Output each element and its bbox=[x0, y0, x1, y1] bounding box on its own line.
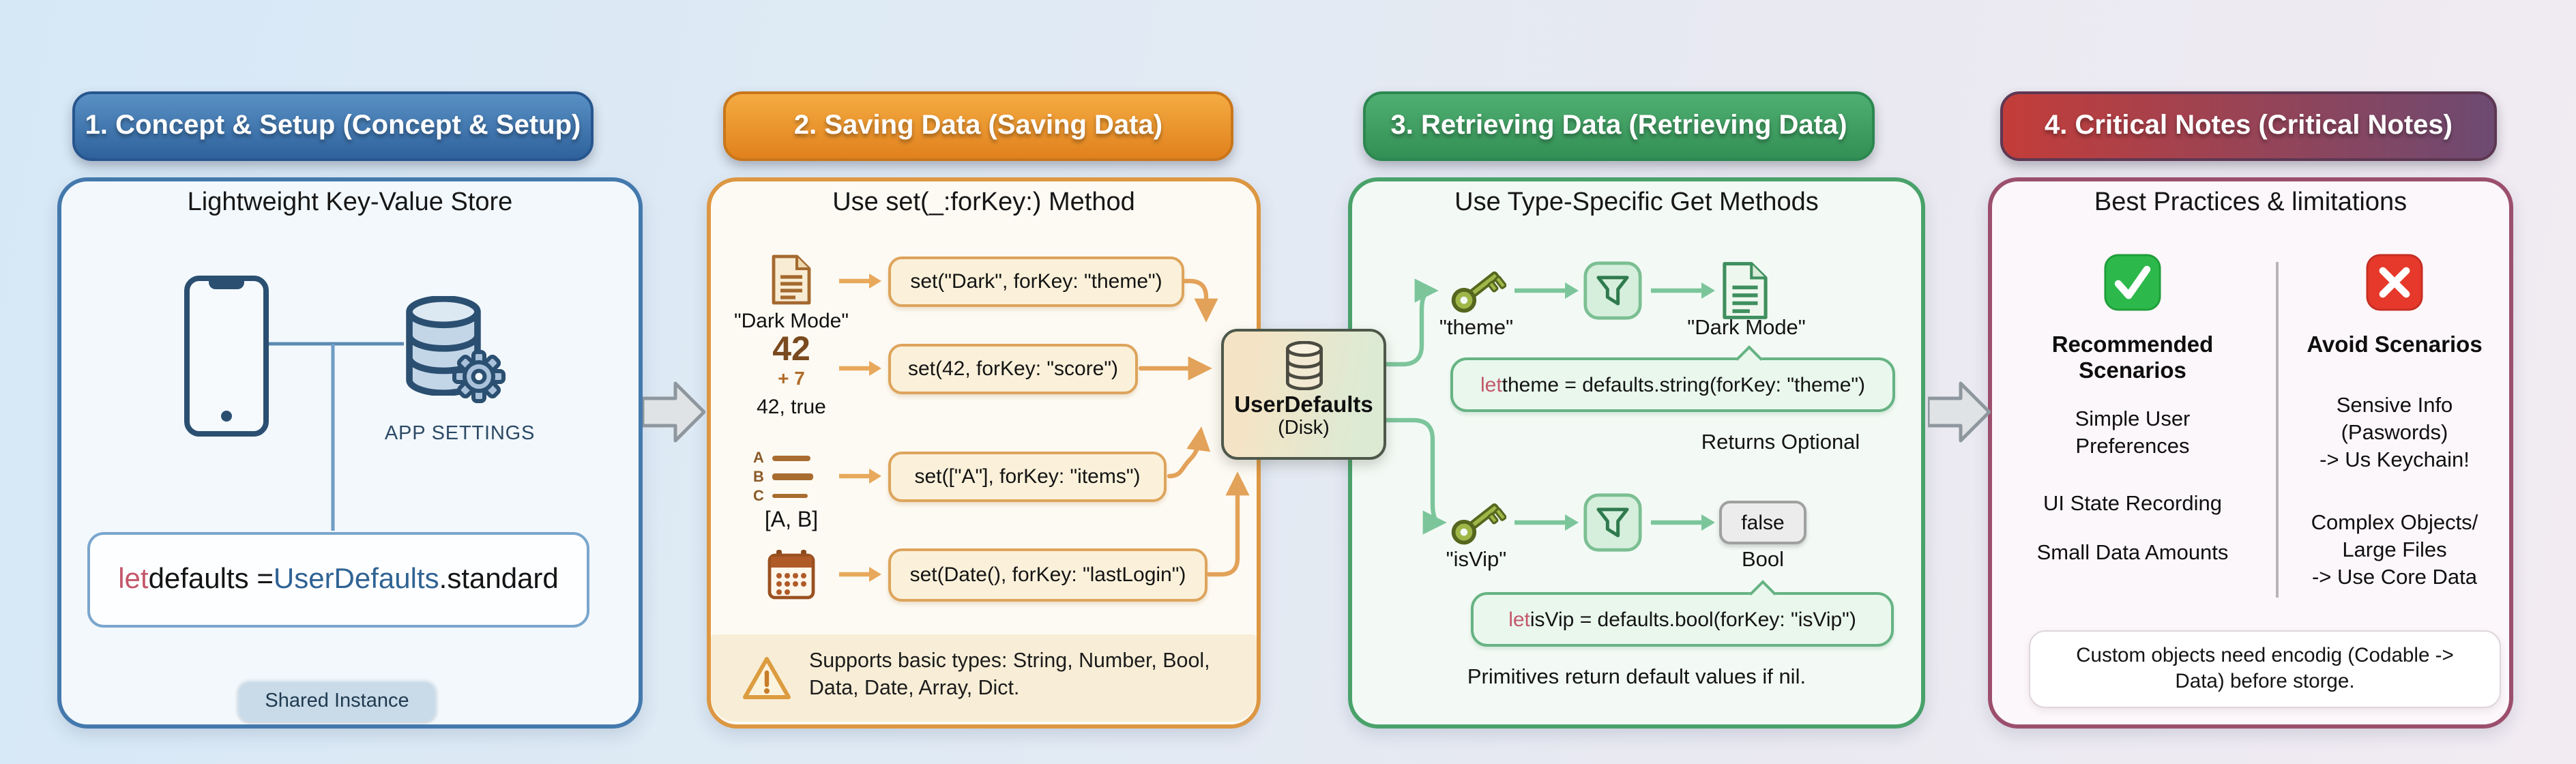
header-retrieving-data: 3. Retrieving Data (Retrieving Data) bbox=[1363, 91, 1875, 161]
hub-subtitle: (Disk) bbox=[1278, 417, 1330, 440]
retrieve-flow-theme bbox=[1446, 261, 1771, 321]
document-icon bbox=[1723, 262, 1768, 319]
key-icon bbox=[1451, 271, 1506, 313]
flow-arrow-icon bbox=[1651, 282, 1715, 299]
flow-arrow-icon bbox=[839, 361, 881, 376]
list-dash bbox=[772, 494, 808, 498]
flow2-result-type-label: Bool bbox=[1741, 548, 1785, 572]
list-letter-c: C bbox=[753, 488, 764, 504]
code-userdefaults: UserDefaults bbox=[273, 563, 439, 595]
number-extra: + 7 bbox=[778, 367, 805, 389]
code-keyword-let: let bbox=[1508, 608, 1530, 631]
shared-instance-badge: Shared Instance bbox=[237, 679, 437, 722]
filter-icon bbox=[1583, 261, 1642, 320]
set-items-codebox: set(["A"], forKey: "items") bbox=[888, 452, 1167, 502]
header-saving-data: 2. Saving Data (Saving Data) bbox=[723, 91, 1233, 161]
row3-value-label: [A, B] bbox=[764, 509, 819, 532]
recommended-item: UI State Recording bbox=[2043, 493, 2222, 516]
document-icon bbox=[772, 254, 811, 305]
retrieve-flow-isvip: false bbox=[1446, 493, 1806, 553]
standard-instance-codebox: let defaults = UserDefaults.standard bbox=[87, 532, 589, 628]
header-retrieving-data-label: 3. Retrieving Data (Retrieving Data) bbox=[1390, 111, 1847, 141]
userdefaults-hub: UserDefaults (Disk) bbox=[1221, 329, 1386, 460]
code-standard: .standard bbox=[439, 563, 559, 595]
get-string-codebox: let theme = defaults.string(forKey: "the… bbox=[1450, 345, 1895, 412]
flow-arrow-icon bbox=[1651, 514, 1715, 531]
phone-icon bbox=[184, 276, 269, 437]
gear-icon bbox=[452, 350, 506, 403]
flow2-key-label: "isVip" bbox=[1446, 548, 1507, 572]
list-icon: A B C bbox=[753, 450, 830, 504]
get-bool-code: isVip = defaults.bool(forKey: "isVip") bbox=[1530, 608, 1856, 631]
flow1-result-label: "Dark Mode" bbox=[1687, 317, 1806, 340]
panel4-subtitle: Best Practices & limitations bbox=[2094, 188, 2407, 217]
set-theme-codebox: set("Dark", forKey: "theme") bbox=[888, 256, 1184, 307]
panel-arrow-1-2-icon bbox=[643, 381, 705, 443]
header-concept-setup-label: 1. Concept & Setup (Concept & Setup) bbox=[85, 111, 581, 141]
header-critical-notes-label: 4. Critical Notes (Critical Notes) bbox=[2045, 111, 2453, 141]
flow-arrow-icon bbox=[839, 274, 881, 289]
avoid-item: Sensive Info (Paswords) -> Us Keychain! bbox=[2319, 394, 2470, 473]
recommended-heading: Recommended Scenarios bbox=[2051, 333, 2214, 384]
number-main: 42 bbox=[772, 330, 810, 368]
database-icon bbox=[406, 296, 481, 396]
warning-icon bbox=[743, 657, 791, 699]
code-mid: defaults = bbox=[148, 563, 274, 595]
key-icon bbox=[1451, 503, 1506, 545]
header-saving-data-label: 2. Saving Data (Saving Data) bbox=[793, 111, 1163, 141]
number-icon: 42 + 7 bbox=[723, 330, 860, 389]
column-divider bbox=[2276, 262, 2279, 598]
panel3-subtitle: Use Type-Specific Get Methods bbox=[1454, 188, 1819, 217]
panel-concept-setup bbox=[57, 177, 643, 729]
header-concept-setup: 1. Concept & Setup (Concept & Setup) bbox=[72, 91, 594, 161]
returns-optional-note: Returns Optional bbox=[1701, 431, 1860, 454]
row1-value-label: "Dark Mode" bbox=[733, 310, 849, 333]
set-lastlogin-codebox: set(Date(), forKey: "lastLogin") bbox=[888, 548, 1208, 602]
flow-arrow-icon bbox=[1514, 282, 1579, 299]
filter-icon bbox=[1583, 493, 1642, 552]
recommended-item: Simple User Preferences bbox=[2075, 408, 2191, 459]
panel1-subtitle: Lightweight Key-Value Store bbox=[187, 188, 513, 217]
list-dash bbox=[772, 473, 813, 480]
get-string-code: theme = defaults.string(forKey: "theme") bbox=[1502, 373, 1866, 396]
false-value-box: false bbox=[1719, 501, 1806, 544]
flow-arrow-icon bbox=[839, 567, 881, 582]
row2-value-label: 42, true bbox=[757, 396, 826, 419]
code-keyword-let: let bbox=[1480, 373, 1502, 396]
cross-icon bbox=[2366, 254, 2423, 311]
check-icon bbox=[2104, 254, 2161, 311]
codable-note: Custom objects need encodig (Codable -> … bbox=[2029, 630, 2501, 708]
list-letter-b: B bbox=[753, 469, 764, 485]
phone-home-dot bbox=[221, 411, 232, 422]
basic-types-note-text: Supports basic types: String, Number, Bo… bbox=[809, 649, 1210, 701]
header-critical-notes: 4. Critical Notes (Critical Notes) bbox=[2000, 91, 2497, 161]
avoid-heading: Avoid Scenarios bbox=[2307, 333, 2483, 357]
basic-types-note: Supports basic types: String, Number, Bo… bbox=[711, 634, 1257, 722]
avoid-item: Complex Objects/ Large Files -> Use Core… bbox=[2311, 512, 2478, 590]
code-keyword-let: let bbox=[118, 563, 149, 595]
database-icon bbox=[1285, 341, 1322, 390]
list-dash bbox=[772, 455, 810, 460]
panel2-subtitle: Use set(_:forKey:) Method bbox=[832, 188, 1135, 217]
flow-arrow-icon bbox=[1514, 514, 1579, 531]
app-settings-label: APP SETTINGS bbox=[384, 423, 536, 445]
phone-notch bbox=[209, 280, 244, 289]
primitives-note: Primitives return default values if nil. bbox=[1467, 666, 1806, 689]
get-bool-codebox: let isVip = defaults.bool(forKey: "isVip… bbox=[1471, 580, 1894, 647]
set-score-codebox: set(42, forKey: "score") bbox=[888, 344, 1138, 394]
flow-arrow-icon bbox=[839, 469, 881, 484]
flow1-key-label: "theme" bbox=[1439, 317, 1514, 340]
list-letter-a: A bbox=[753, 450, 764, 466]
recommended-item: Small Data Amounts bbox=[2036, 542, 2229, 565]
panel-arrow-3-4-icon bbox=[1928, 381, 1991, 443]
hub-title: UserDefaults bbox=[1234, 393, 1373, 417]
calendar-icon bbox=[767, 550, 815, 600]
